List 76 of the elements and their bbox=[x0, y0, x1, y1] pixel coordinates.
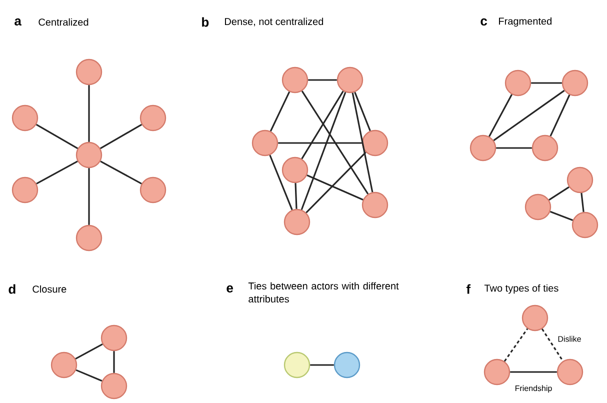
panel-title: Centralized bbox=[38, 18, 88, 26]
network-node bbox=[566, 166, 594, 194]
panel-title: Two types of ties bbox=[484, 284, 558, 294]
tie-line bbox=[294, 183, 298, 209]
network-node bbox=[50, 352, 78, 378]
network-node bbox=[76, 142, 102, 168]
network-node bbox=[336, 66, 364, 94]
network-node bbox=[532, 134, 558, 162]
tie-line bbox=[76, 369, 102, 382]
tie-line bbox=[308, 79, 337, 81]
tie-line bbox=[310, 364, 334, 366]
tie-line bbox=[269, 154, 293, 210]
tie-line bbox=[496, 147, 532, 149]
tie-line bbox=[541, 328, 564, 362]
network-node bbox=[484, 358, 510, 386]
tie-line bbox=[88, 85, 90, 142]
network-node bbox=[252, 130, 278, 156]
tie-line bbox=[100, 160, 142, 184]
tie-line bbox=[100, 124, 142, 150]
network-node bbox=[522, 304, 548, 332]
tie-line bbox=[354, 92, 371, 132]
network-node bbox=[12, 104, 38, 132]
edge-label: Dislike bbox=[556, 334, 582, 343]
edge-label: Friendship bbox=[514, 384, 554, 394]
tie-line bbox=[352, 92, 374, 192]
network-node bbox=[504, 70, 532, 96]
panel-letter: b bbox=[202, 17, 209, 27]
tie-line bbox=[550, 210, 574, 222]
network-node bbox=[76, 224, 102, 252]
network-node bbox=[284, 208, 310, 236]
tie-line bbox=[493, 90, 565, 142]
panel-letter: f bbox=[466, 284, 471, 294]
tie-line bbox=[36, 124, 78, 150]
network-node bbox=[100, 324, 128, 352]
network-node bbox=[572, 212, 598, 238]
panel-title: Ties between actors with different attributes bbox=[248, 282, 399, 303]
network-node bbox=[470, 134, 496, 162]
tie-line bbox=[36, 160, 78, 184]
network-node bbox=[362, 130, 388, 156]
network-node bbox=[524, 194, 552, 220]
panel-letter: d bbox=[8, 284, 16, 294]
panel-letter: e bbox=[226, 285, 233, 293]
tie-line bbox=[270, 91, 290, 132]
tie-line bbox=[306, 152, 366, 214]
tie-line bbox=[580, 192, 584, 212]
tie-line bbox=[301, 90, 369, 194]
network-node bbox=[282, 66, 308, 94]
panel-title: Dense, not centralized bbox=[225, 18, 324, 26]
network-node bbox=[76, 58, 102, 86]
network-node bbox=[284, 352, 310, 378]
panel-letter: a bbox=[14, 18, 22, 26]
network-node bbox=[100, 372, 128, 400]
panel-title: Fragmented bbox=[499, 17, 552, 27]
tie-line bbox=[301, 90, 344, 160]
tie-line bbox=[488, 94, 512, 137]
network-node bbox=[362, 192, 388, 218]
tie-line bbox=[113, 351, 115, 373]
panel-title: Closure bbox=[32, 285, 66, 293]
network-node bbox=[12, 176, 38, 204]
tie-line bbox=[75, 344, 103, 360]
tie-line bbox=[88, 168, 90, 225]
tie-line bbox=[504, 328, 528, 362]
network-node bbox=[140, 176, 166, 204]
tie-line bbox=[510, 371, 557, 373]
network-node bbox=[334, 352, 360, 378]
tie-line bbox=[300, 92, 346, 210]
network-node bbox=[556, 358, 584, 386]
tie-line bbox=[306, 174, 364, 200]
network-node bbox=[562, 70, 588, 96]
tie-line bbox=[550, 94, 570, 136]
tie-line bbox=[278, 142, 362, 144]
tie-line bbox=[548, 186, 570, 201]
tie-line bbox=[531, 82, 562, 84]
network-node bbox=[282, 156, 308, 184]
network-node bbox=[140, 104, 166, 132]
panel-letter: c bbox=[480, 18, 488, 26]
